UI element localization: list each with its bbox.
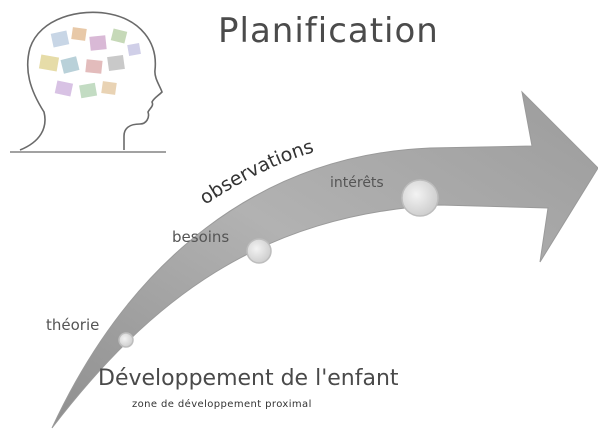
milestone-circle-theorie bbox=[119, 333, 133, 347]
milestone-circle-besoins bbox=[247, 239, 271, 263]
zone-label: zone de développement proximal bbox=[132, 399, 312, 410]
besoins-label: besoins bbox=[172, 228, 229, 246]
theorie-label: théorie bbox=[46, 316, 99, 334]
slide-title: Planification bbox=[218, 11, 439, 51]
head-with-notes-icon bbox=[10, 12, 166, 152]
developpement-label: Développement de l'enfant bbox=[98, 366, 399, 391]
milestone-circle-interets bbox=[402, 180, 438, 216]
interets-label: intérêts bbox=[330, 175, 384, 191]
